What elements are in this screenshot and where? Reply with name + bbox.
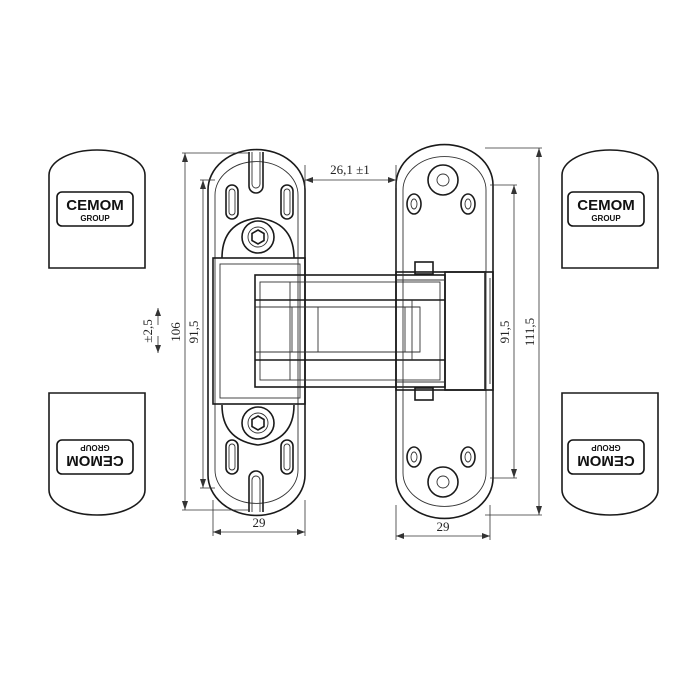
dim-label-width-right: 29 <box>437 519 450 534</box>
logo-subtext-top-right: GROUP <box>591 214 621 223</box>
logo-subtext-bottom-right: GROUP <box>591 443 621 452</box>
cap-bottom-left: CEMOM GROUP <box>48 392 146 516</box>
hinge-right-body <box>395 143 494 520</box>
logo-text-bottom-left: CEMOM <box>66 452 124 469</box>
dim-label-height-inner-left: 91,5 <box>186 321 201 344</box>
dim-label-height-outer-left: 106 <box>168 322 183 342</box>
cap-top-right: CEMOM GROUP <box>561 149 659 269</box>
logo-subtext-top-left: GROUP <box>80 214 110 223</box>
dim-label-height-inner-right: 91,5 <box>497 321 512 344</box>
logo-text-top-left: CEMOM <box>66 197 124 214</box>
dim-label-width-left: 29 <box>253 515 266 530</box>
dim-label-height-outer-right: 111,5 <box>522 318 537 346</box>
hinge-left-body <box>207 148 306 517</box>
cap-top-left: CEMOM GROUP <box>48 149 146 269</box>
logo-subtext-bottom-left: GROUP <box>80 443 110 452</box>
logo-text-bottom-right: CEMOM <box>577 452 635 469</box>
dim-label-gap-top: 26,1 ±1 <box>330 162 370 177</box>
cap-bottom-right: CEMOM GROUP <box>561 392 659 516</box>
dimension-lines <box>155 147 542 540</box>
logo-text-top-right: CEMOM <box>577 197 635 214</box>
dim-label-tolerance: ±2,5 <box>140 319 155 342</box>
hinge-linkage <box>254 274 446 388</box>
